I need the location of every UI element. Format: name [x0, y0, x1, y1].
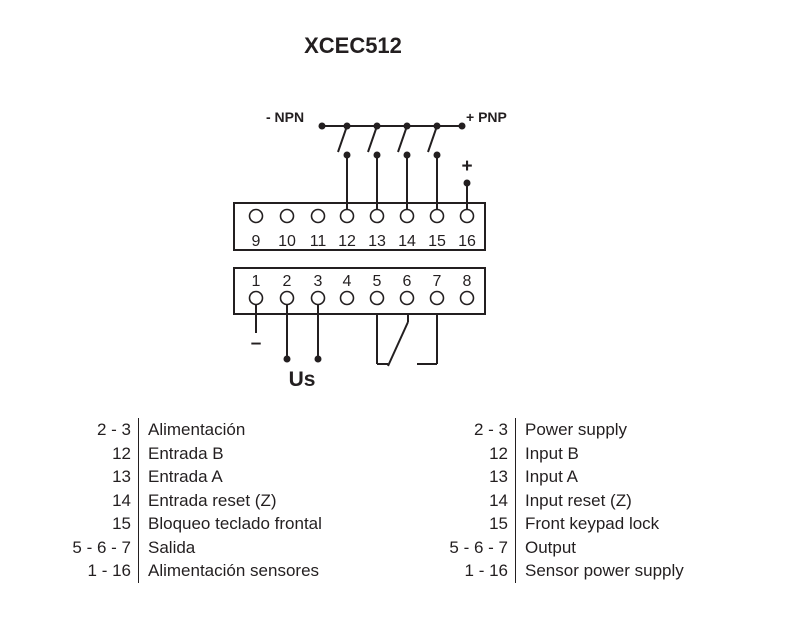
legend-key: 12: [489, 443, 508, 463]
legend-key: 15: [489, 514, 508, 533]
terminal-number: 5: [373, 273, 382, 290]
switch-14: [397, 125, 408, 212]
legend-row: 13 Input A: [420, 465, 684, 489]
legend-row: 12 Entrada B: [58, 441, 322, 465]
npn-label: - NPN: [266, 109, 304, 125]
plus-label: +: [461, 156, 472, 177]
terminal-number: 8: [463, 273, 472, 290]
pnp-label: + PNP: [466, 109, 507, 125]
legend-row: 1 - 16 Alimentación sensores: [58, 559, 322, 583]
legend-text: Power supply: [515, 418, 627, 442]
legend-key: 2 - 3: [473, 420, 508, 439]
legend-key: 14: [112, 490, 131, 510]
pnp-junction-dot: [458, 122, 466, 130]
legend-text: Alimentación sensores: [138, 559, 319, 583]
legend-key: 13: [112, 467, 131, 486]
terminal-block-bottom: [233, 267, 486, 315]
legend-row: 2 - 3 Power supply: [420, 418, 684, 442]
terminal-number: 16: [458, 233, 476, 250]
us-terminal-3-dot: [314, 355, 322, 363]
npn-junction-dot: [318, 122, 326, 130]
terminal-number: 14: [398, 233, 416, 250]
legend-text: Input A: [515, 465, 578, 489]
legend-row: 14 Entrada reset (Z): [58, 488, 322, 512]
legend-row: 5 - 6 - 7 Salida: [58, 535, 322, 559]
legend-row: 2 - 3 Alimentación: [58, 418, 322, 442]
legend-key: 13: [489, 467, 508, 486]
minus-label: –: [251, 333, 262, 354]
terminal-number: 4: [343, 273, 352, 290]
legend-text: Input reset (Z): [515, 488, 632, 512]
terminal-number: 11: [310, 233, 327, 250]
legend-row: 12 Input B: [420, 441, 684, 465]
legend-key: 1 - 16: [87, 561, 131, 580]
switch-13: [367, 125, 378, 212]
terminal-number: 2: [283, 273, 292, 290]
legend-row: 15 Bloqueo teclado frontal: [58, 512, 322, 536]
switch-15: [427, 125, 438, 212]
terminal-number: 7: [433, 273, 442, 290]
terminal-number: 15: [428, 233, 446, 250]
legend-text: Bloqueo teclado frontal: [138, 512, 322, 536]
legend-text: Entrada B: [138, 441, 224, 465]
legend-row: 14 Input reset (Z): [420, 488, 684, 512]
terminal-number: 6: [403, 273, 412, 290]
legend-row: 1 - 16 Sensor power supply: [420, 559, 684, 583]
legend-key: 2 - 3: [96, 420, 131, 439]
legend-key: 1 - 16: [464, 561, 508, 580]
terminal-number: 1: [252, 273, 261, 290]
terminal-screws-top: [248, 208, 475, 224]
legend-text: Entrada A: [138, 465, 223, 489]
terminal-number: 12: [338, 233, 356, 250]
legend-text: Input B: [515, 441, 579, 465]
legend-text: Sensor power supply: [515, 559, 684, 583]
legend-text: Salida: [138, 535, 195, 559]
legend-key: 5 - 6 - 7: [72, 537, 131, 557]
terminal-number: 13: [368, 233, 386, 250]
terminal-number: 10: [278, 233, 296, 250]
terminal-screws-bottom: [248, 290, 475, 306]
legend-text: Output: [515, 535, 576, 559]
legend-row: 15 Front keypad lock: [420, 512, 684, 536]
legend-text: Alimentación: [138, 418, 245, 442]
legend-key: 5 - 6 - 7: [449, 537, 508, 557]
legend-key: 14: [489, 490, 508, 510]
legend-row: 5 - 6 - 7 Output: [420, 535, 684, 559]
terminal-number: 9: [252, 233, 261, 250]
terminal-block-top: [233, 202, 486, 251]
legend-text: Front keypad lock: [515, 512, 659, 536]
device-title: XCEC512: [304, 33, 402, 58]
legend-text: Entrada reset (Z): [138, 488, 277, 512]
legend-row: 13 Entrada A: [58, 465, 322, 489]
legend-key: 12: [112, 443, 131, 463]
legend-english: 2 - 3 Power supply 12 Input B 13 Input A 14…: [420, 418, 684, 583]
relay-output: [376, 314, 438, 367]
terminal-number: 3: [314, 273, 323, 290]
legend-key: 15: [112, 514, 131, 533]
us-label: Us: [289, 368, 316, 391]
wiring-diagram: XCEC512 - NPN + PNP + – Us 9 10 11 12 13…: [233, 33, 507, 391]
us-terminal-2-dot: [283, 355, 291, 363]
switch-12: [337, 125, 348, 212]
